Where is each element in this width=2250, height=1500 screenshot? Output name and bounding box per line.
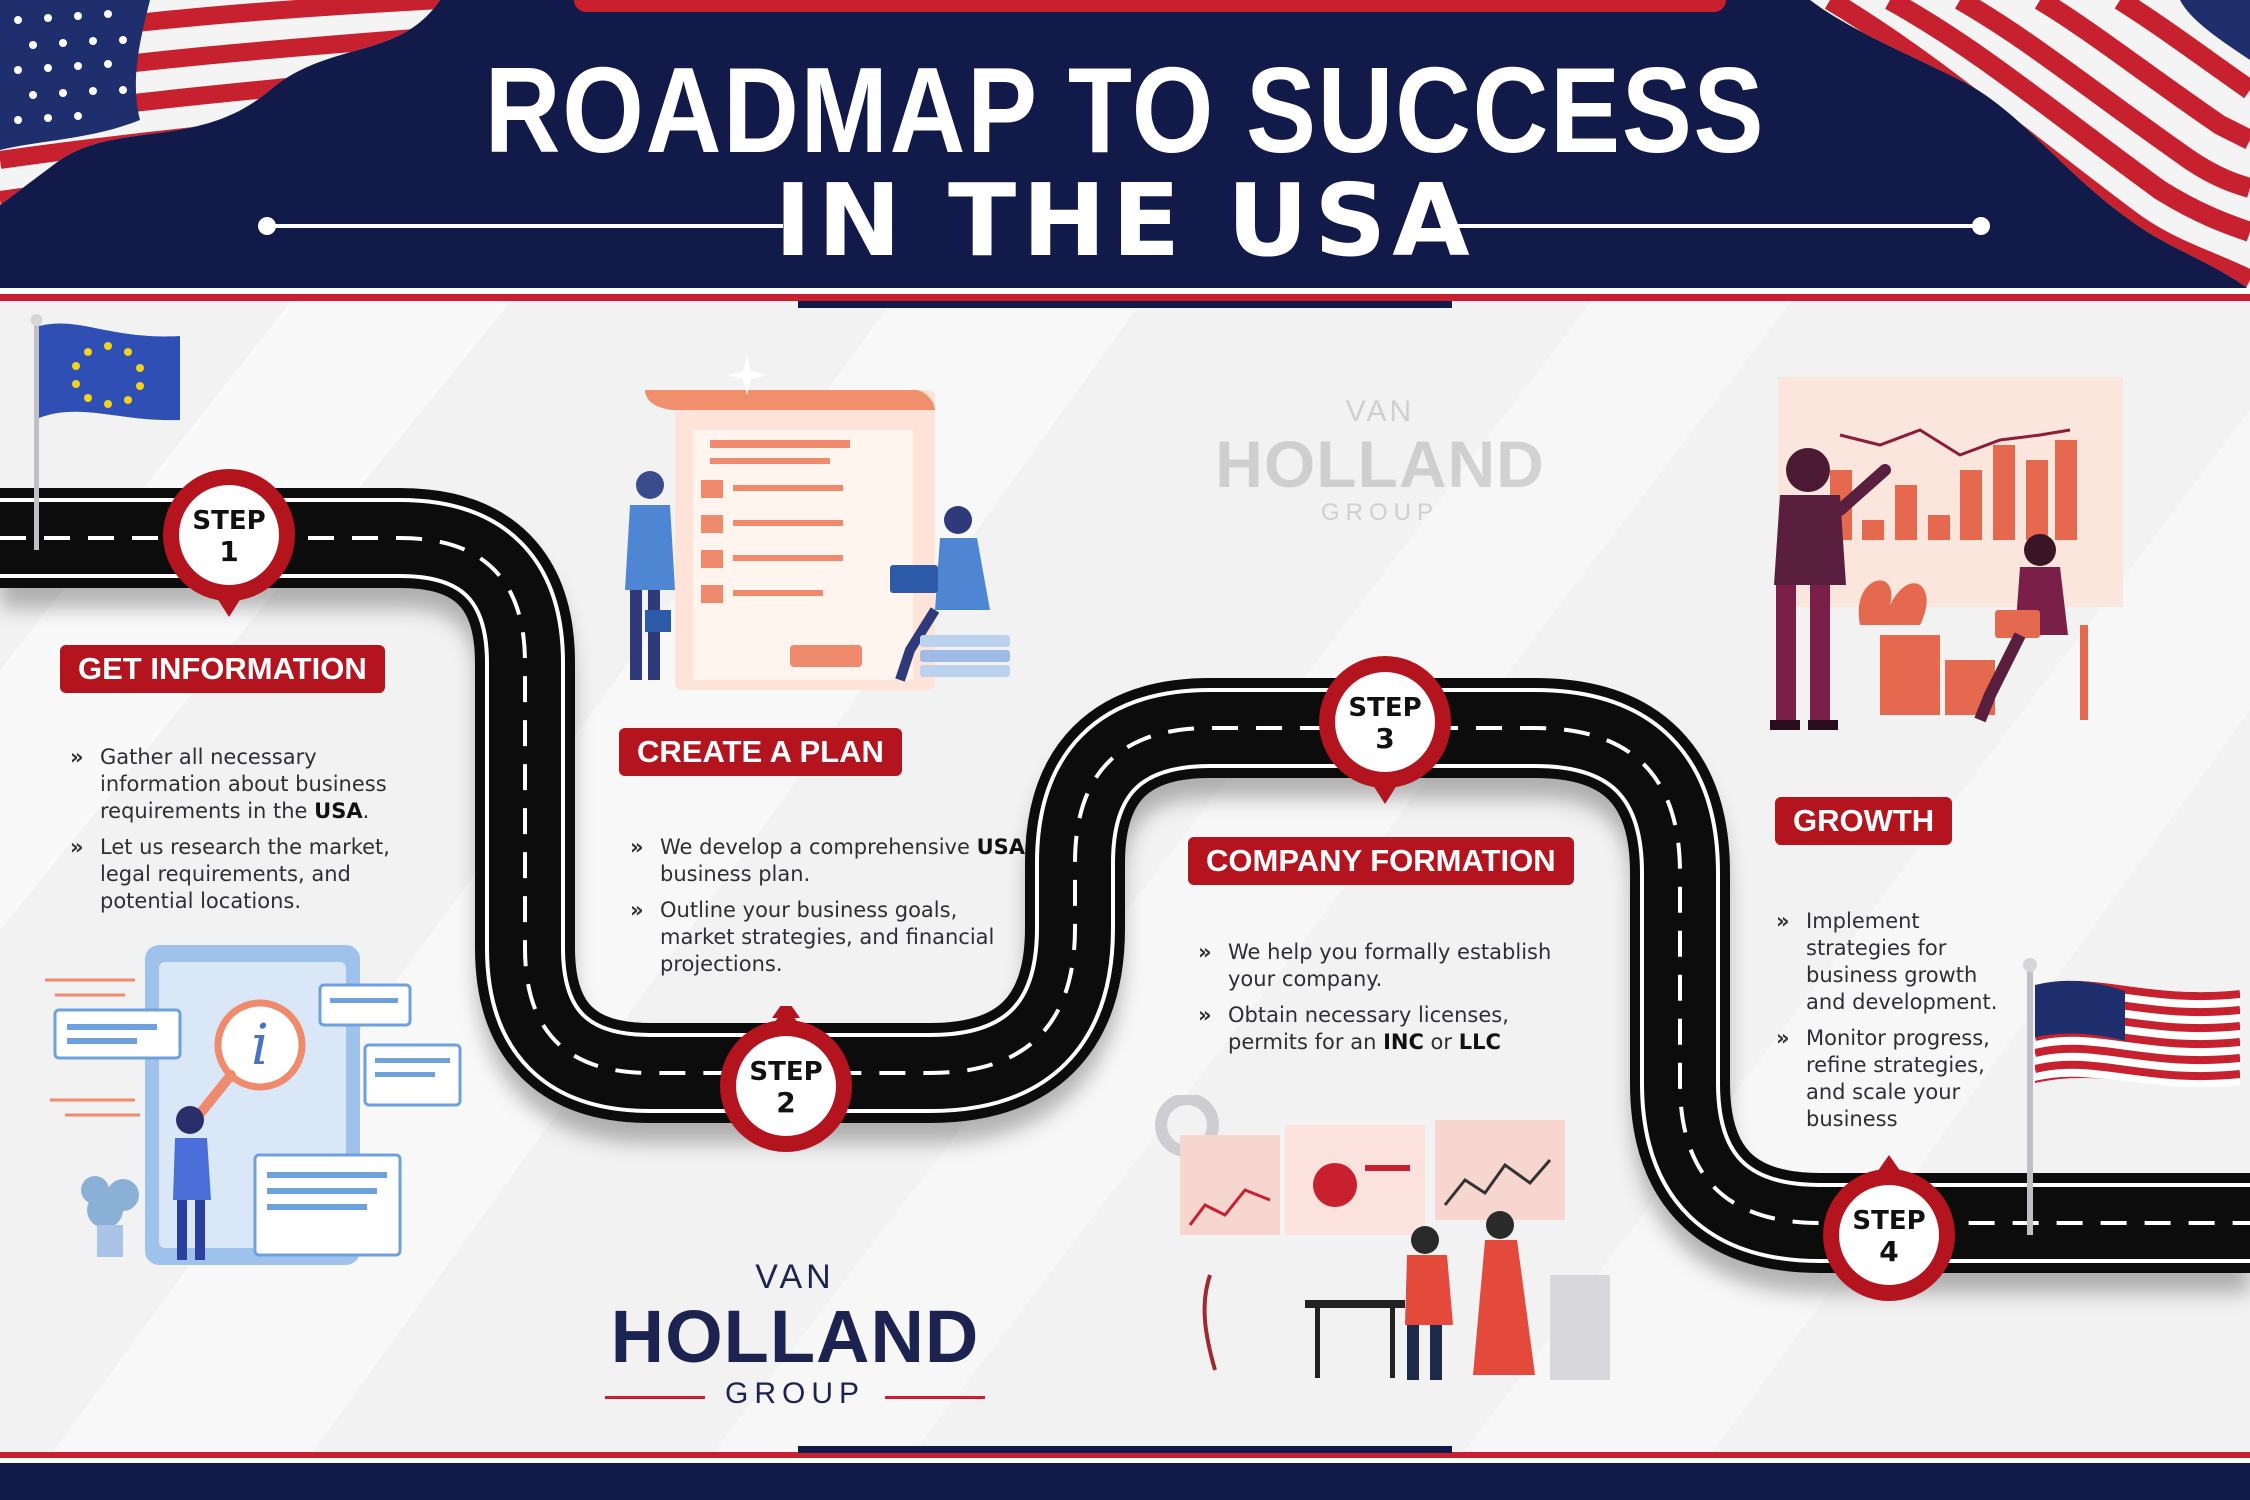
usa-flag-icon	[2023, 958, 2240, 1235]
step-4-number: 4	[1879, 1235, 1898, 1268]
footer-stripe	[0, 1452, 2250, 1458]
footer-stripe	[0, 1458, 2250, 1463]
footer-stripe-center	[798, 1446, 1452, 1453]
brand-logo: VAN HOLLAND GROUP	[595, 1258, 995, 1428]
logo-main: HOLLAND	[610, 1295, 980, 1378]
list-item: Obtain necessary licenses, permits for a…	[1194, 1002, 1574, 1056]
step-4-word: STEP	[1852, 1206, 1925, 1236]
header-accent-bar	[574, 0, 1726, 12]
step-1-pin: STEP 1	[163, 469, 295, 617]
sparkle-icon	[727, 355, 767, 395]
step-3-label: COMPANY FORMATION	[1188, 837, 1574, 885]
brand-watermark: VAN HOLLAND GROUP	[1195, 395, 1565, 535]
header-stripe	[0, 288, 2250, 294]
list-item: Outline your business goals, market stra…	[626, 897, 1026, 978]
header-band	[0, 0, 2250, 288]
page-title: ROADMAP TO SUCCESS	[484, 42, 1766, 178]
step-4-pin: STEP 4	[1823, 1155, 1955, 1301]
logo-rule	[605, 1396, 705, 1399]
step-1-label: GET INFORMATION	[60, 645, 385, 693]
usa-flag-icon	[1810, 0, 2250, 290]
eu-flag-icon	[30, 314, 180, 550]
step-1-bullets: Gather all necessary information about b…	[66, 744, 426, 924]
list-item: We help you formally establish your comp…	[1194, 939, 1574, 993]
title-divider	[258, 217, 1990, 235]
step-3-word: STEP	[1348, 693, 1421, 723]
company-formation-illustration	[1155, 1095, 1610, 1380]
step-3-pin: STEP 3	[1319, 656, 1451, 804]
step-1-number: 1	[219, 535, 238, 568]
step-1-word: STEP	[192, 506, 265, 536]
business-plan-illustration	[625, 390, 1010, 690]
list-item: We develop a comprehensive USA business …	[626, 834, 1026, 888]
list-item: Let us research the market, legal requir…	[66, 834, 426, 915]
footer-band	[0, 1463, 2250, 1500]
step-4-label: GROWTH	[1775, 797, 1953, 845]
step-3-number: 3	[1375, 722, 1394, 755]
list-item: Gather all necessary information about b…	[66, 744, 426, 825]
watermark-bottom: GROUP	[1320, 499, 1439, 526]
header-stripe	[0, 294, 2250, 301]
step-2-pin: STEP 2	[720, 1006, 852, 1152]
watermark-main: HOLLAND	[1215, 427, 1545, 501]
watermark-top: VAN	[1345, 395, 1415, 428]
step-2-bullets: We develop a comprehensive USA business …	[626, 834, 1026, 987]
logo-rule	[885, 1396, 985, 1399]
step-2-word: STEP	[749, 1057, 822, 1087]
logo-bottom: GROUP	[724, 1377, 865, 1410]
page-subtitle: IN THE USA	[774, 162, 1476, 279]
step-4-bullets: Implement strategies for business growth…	[1772, 908, 2012, 1142]
list-item: Implement strategies for business growth…	[1772, 908, 2012, 1016]
step-2-label: CREATE A PLAN	[619, 728, 902, 776]
information-illustration: i	[45, 945, 462, 1265]
list-item: Monitor progress, refine strategies, and…	[1772, 1025, 2012, 1133]
growth-illustration	[1770, 377, 2123, 730]
svg-text:i: i	[251, 1013, 269, 1078]
logo-top: VAN	[755, 1258, 835, 1296]
header-stripe-center	[798, 301, 1452, 308]
step-3-bullets: We help you formally establish your comp…	[1194, 939, 1574, 1065]
step-2-number: 2	[776, 1086, 795, 1119]
usa-flag-icon	[0, 0, 440, 205]
